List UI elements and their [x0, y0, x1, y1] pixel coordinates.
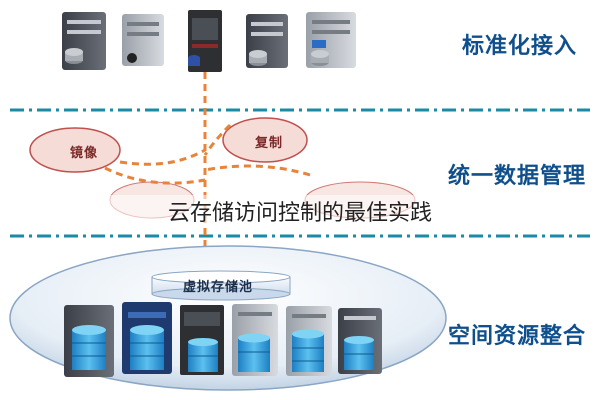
layer-label-middle: 统一数据管理 [448, 164, 587, 189]
mirror-bubble [29, 127, 121, 173]
server-icon-4 [246, 14, 288, 68]
resource-ellipse [9, 245, 447, 391]
left-upper-flow [119, 148, 206, 166]
storage-server-5 [286, 306, 332, 376]
layer-label-top: 标准化接入 [462, 34, 578, 59]
mirror-flow [104, 166, 206, 185]
caption-text: 云存储访问控制的最佳实践 [0, 195, 600, 227]
top-servers [62, 10, 356, 72]
replicate-down-flow [203, 123, 232, 156]
storage-server-1 [64, 305, 114, 377]
storage-server-4 [232, 304, 278, 376]
server-icon-1 [62, 12, 106, 70]
server-icon-2 [122, 14, 164, 66]
flow-arrows [104, 72, 311, 274]
pool-label: 虚拟存储池 [183, 280, 254, 295]
storage-server-2 [122, 302, 172, 374]
layer-label-bottom: 空间资源整合 [448, 324, 587, 349]
storage-pool [151, 270, 291, 301]
storage-server-3 [180, 305, 224, 375]
server-icon-3 [188, 10, 222, 72]
replicate-bubble [222, 117, 308, 163]
storage-server-6 [338, 308, 382, 374]
replicate-label: 复制 [255, 136, 284, 151]
replicate-flow [204, 164, 311, 177]
mirror-label: 镜像 [70, 146, 99, 161]
bottom-servers [64, 302, 382, 377]
server-icon-5 [306, 12, 356, 68]
